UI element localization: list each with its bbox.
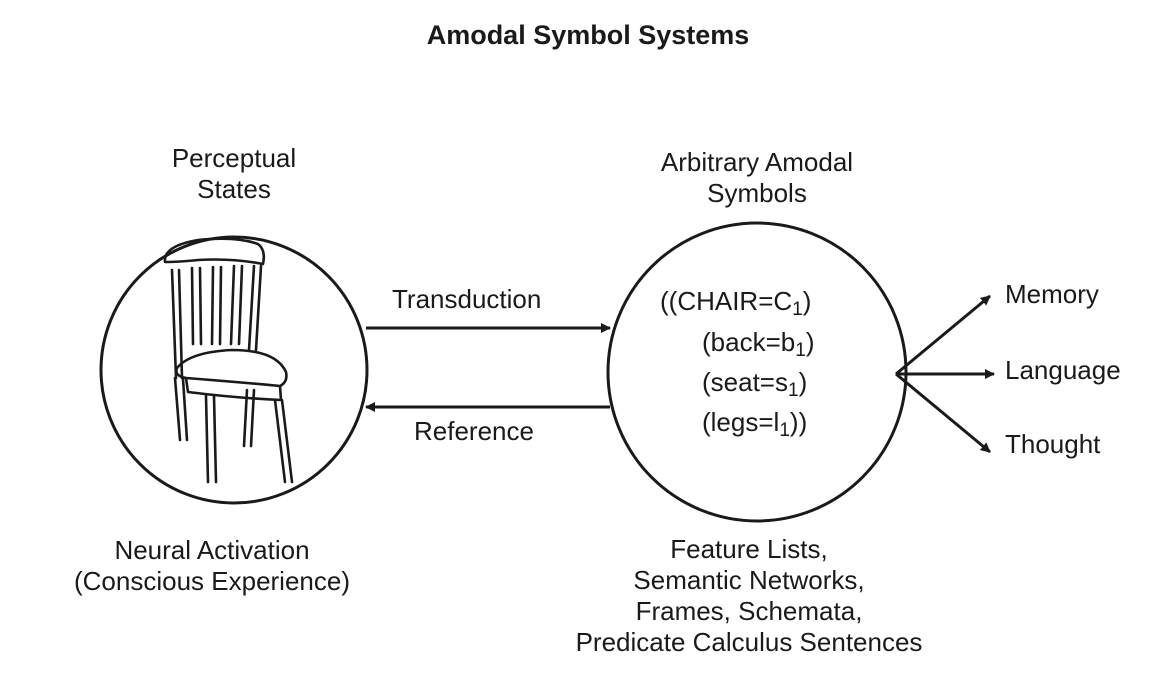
symbol-chair: ((CHAIR=C1) [660,286,812,320]
heading-line: Arbitrary Amodal [660,147,854,177]
amodal-symbols-heading: Arbitrary Amodal Symbols [661,147,853,209]
perceptual-state-circle [99,235,369,505]
reference-label: Reference [414,416,534,446]
caption-line: Predicate Calculus Sentences [575,627,923,657]
symbol-text: (legs=l [702,407,780,437]
symbol-back: (back=b1) [702,327,815,361]
transduction-label: Transduction [392,284,542,314]
diagram-title: Amodal Symbol Systems [426,20,750,50]
symbol-text: (seat=s [702,367,788,397]
caption-line: Semantic Networks, [633,565,865,595]
memory-label: Memory [1005,279,1099,309]
symbol-close: ) [798,367,808,397]
symbol-formats-caption: Feature Lists, Semantic Networks, Frames… [576,534,923,658]
symbol-subscript: 1 [788,380,799,401]
symbol-close: )) [789,407,808,437]
memory-arrow [895,294,991,376]
thought-label: Thought [1005,429,1101,459]
amodal-symbols-circle [606,221,908,523]
heading-line: Symbols [707,178,807,208]
symbol-text: ((CHAIR=C [660,286,793,316]
heading-line: States [197,174,271,204]
symbol-close: ) [802,286,812,316]
caption-line: Feature Lists, [670,534,828,564]
symbol-subscript: 1 [792,299,803,320]
thought-arrow [895,372,991,454]
symbol-close: ) [805,327,815,357]
neural-activation-caption: Neural Activation (Conscious Experience) [74,535,350,597]
symbol-text: (back=b [702,327,796,357]
caption-line: Neural Activation [114,535,310,565]
heading-line: Perceptual [171,143,297,173]
symbol-subscript: 1 [779,420,790,441]
symbol-seat: (seat=s1) [702,367,808,401]
caption-line: Frames, Schemata, [635,596,863,626]
language-label: Language [1005,355,1121,385]
symbol-subscript: 1 [795,340,806,361]
perceptual-states-heading: Perceptual States [172,143,296,205]
chair-icon [163,237,294,484]
caption-line: (Conscious Experience) [73,566,351,596]
symbol-legs: (legs=l1)) [702,407,808,441]
